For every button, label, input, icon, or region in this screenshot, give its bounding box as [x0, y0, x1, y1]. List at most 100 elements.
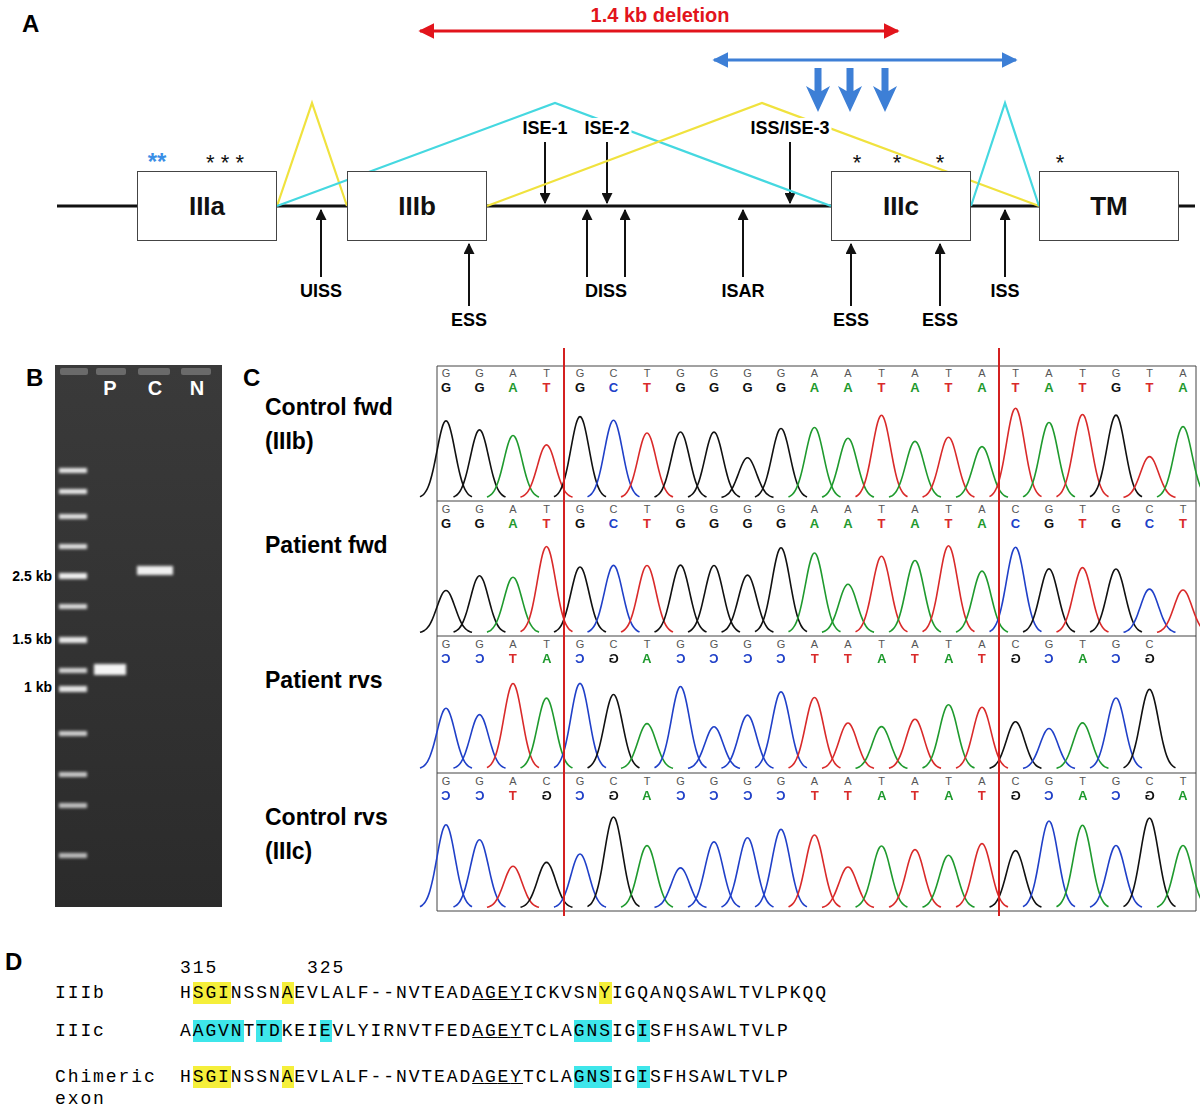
ladder-band	[59, 637, 87, 643]
trace-peak	[487, 436, 539, 498]
residue-number: 325	[307, 957, 345, 979]
trace-peak	[420, 825, 472, 907]
trace-peak	[1124, 689, 1176, 767]
splice-connector	[971, 103, 1039, 206]
ladder-band	[59, 668, 87, 673]
trace-peak	[889, 441, 941, 497]
trace-peak	[755, 692, 807, 768]
trace-peak	[1157, 427, 1200, 497]
gel-well	[181, 368, 211, 375]
ladder-band	[59, 489, 87, 494]
trace-peak	[1124, 457, 1176, 498]
element-label: ESS	[920, 310, 960, 331]
trace-peak	[889, 560, 941, 631]
ladder-band	[59, 853, 87, 858]
leader-arrow	[586, 210, 588, 277]
trace-peak	[1023, 569, 1075, 632]
trace-peak	[655, 868, 707, 908]
trace-peak	[1057, 568, 1109, 632]
trace-peak	[856, 846, 908, 907]
deletion-label: 1.4 kb deletion	[591, 4, 730, 27]
frame-line	[1196, 366, 1197, 911]
trace-peak	[420, 421, 472, 497]
red-deletion-arrow	[420, 30, 898, 33]
frame-line	[437, 636, 1196, 637]
element-label: ESS	[831, 310, 871, 331]
exon-box: IIIc	[831, 171, 971, 241]
ladder-band	[59, 544, 87, 549]
panel-letter: A	[22, 10, 39, 38]
trace-peak	[588, 565, 640, 632]
asterisk-mark: *	[1056, 150, 1065, 175]
trace-peak	[420, 591, 472, 633]
protein-sequence: AAGVNTTDKEIEVLYIRNVTFEDAGEYTCLAGNSIGISFH…	[180, 1020, 790, 1042]
element-label: ISS	[988, 281, 1021, 302]
row-label: Control rvs (IIIc)	[265, 800, 425, 868]
trace-peak	[956, 844, 1008, 907]
exon-name: IIIb	[398, 191, 436, 222]
size-label: 2.5 kb	[12, 568, 52, 584]
blue-down-arrow	[873, 68, 897, 112]
trace-peak	[789, 835, 841, 907]
blue-down-arrow	[806, 68, 830, 112]
leader-arrow	[606, 142, 608, 203]
trace-peak	[923, 855, 975, 907]
gel-well	[138, 368, 170, 375]
base-calls: GGATGCTGGGGAATATATATGTA	[429, 367, 1200, 380]
trace-peak	[1057, 723, 1109, 768]
trace-peak	[621, 566, 673, 632]
frame-line	[437, 773, 1196, 774]
patient-band	[94, 664, 126, 675]
gel-well	[96, 368, 126, 375]
trace-peak	[1157, 590, 1200, 632]
ladder-bands	[59, 468, 173, 858]
trace-peak	[588, 420, 640, 497]
panel-letter: B	[26, 364, 43, 392]
ladder-band	[59, 573, 87, 579]
trace-peak	[1157, 846, 1200, 907]
panel-letter: C	[243, 364, 260, 392]
trace-peak	[1090, 698, 1142, 768]
frame-line	[437, 501, 1196, 502]
trace-peak	[822, 867, 874, 907]
exon-box: TM	[1039, 171, 1179, 241]
trace-peak	[454, 430, 506, 497]
trace-peak	[722, 715, 774, 768]
asterisk-mark: **	[148, 148, 167, 176]
exon-box: IIIa	[137, 171, 277, 241]
trace-peak	[487, 577, 539, 632]
trace-peak	[1057, 414, 1109, 496]
ladder-band	[59, 686, 87, 692]
trace-peak	[990, 722, 1042, 769]
panel-letter: D	[5, 948, 22, 976]
trace-peak	[1023, 821, 1075, 907]
trace-peak	[755, 428, 807, 496]
trace-peak	[923, 705, 975, 768]
leader-arrow	[742, 210, 744, 277]
row-label: Control fwd (IIIb)	[265, 390, 425, 458]
trace-peak	[789, 428, 841, 497]
blue-down-arrow	[838, 68, 862, 112]
lane-label: N	[190, 377, 204, 400]
protein-sequence: HSGINSSNAEVLALF--NVTEADAGEYICKVSNYIGQANQ…	[180, 982, 828, 1004]
exon-box: IIIb	[347, 171, 487, 241]
trace-peak	[990, 851, 1042, 907]
trace-peak	[487, 684, 539, 768]
trace-peak	[889, 719, 941, 768]
ladder-band	[59, 604, 87, 609]
base-calls: GGATGCTGGGGAATATACGTGC	[429, 638, 1166, 651]
exon-name: IIIc	[883, 191, 919, 222]
trace-peak	[722, 575, 774, 632]
sequence-name: IIIb	[55, 982, 106, 1004]
ladder-band	[59, 803, 87, 808]
leader-arrow	[789, 142, 791, 203]
trace-peak	[1090, 415, 1142, 497]
trace-peak	[722, 458, 774, 498]
trace-peak	[655, 432, 707, 497]
base-calls: GGACGCTGGGGAATATACGTGCT	[429, 775, 1200, 788]
trace-peak	[856, 727, 908, 769]
trace-peak	[1124, 589, 1176, 632]
sequence-name: IIIc	[55, 1020, 106, 1042]
trace-peak	[956, 447, 1008, 498]
